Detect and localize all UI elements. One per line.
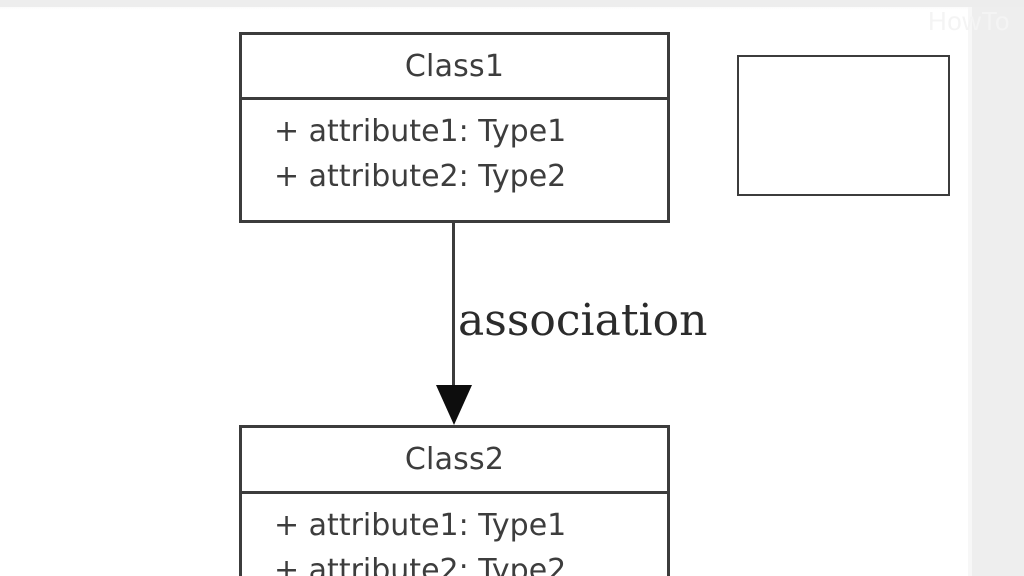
class1-attribute-1: + attribute1: Type1 (274, 114, 567, 149)
class1-attribute-2: + attribute2: Type2 (274, 159, 567, 194)
uml-class-class1[interactable]: Class1 + attribute1: Type1 + attribute2:… (239, 32, 670, 223)
class2-attribute-compartment: + attribute1: Type1 + attribute2: Type2 (242, 494, 667, 576)
class2-attribute-2: + attribute2: Type2 (274, 553, 567, 576)
association-arrowhead-icon (436, 385, 472, 425)
right-panel-edge (968, 7, 972, 576)
association-label[interactable]: association (458, 295, 708, 346)
class1-name: Class1 (404, 48, 505, 84)
class2-name: Class2 (404, 442, 505, 477)
watermark-label: HowTo (928, 6, 1010, 36)
class1-name-compartment: Class1 (242, 35, 667, 100)
uml-class-class2[interactable]: Class2 + attribute1: Type1 + attribute2:… (239, 425, 670, 576)
class2-attribute-1: + attribute1: Type1 (274, 508, 567, 543)
class2-name-compartment: Class2 (242, 428, 667, 494)
right-background-panel (972, 7, 1024, 576)
top-strip-shadow (0, 7, 1024, 10)
top-background-strip (0, 0, 1024, 7)
association-connector-line[interactable] (452, 222, 455, 387)
empty-rectangle-shape[interactable] (737, 55, 950, 196)
class1-attribute-compartment: + attribute1: Type1 + attribute2: Type2 (242, 100, 667, 199)
